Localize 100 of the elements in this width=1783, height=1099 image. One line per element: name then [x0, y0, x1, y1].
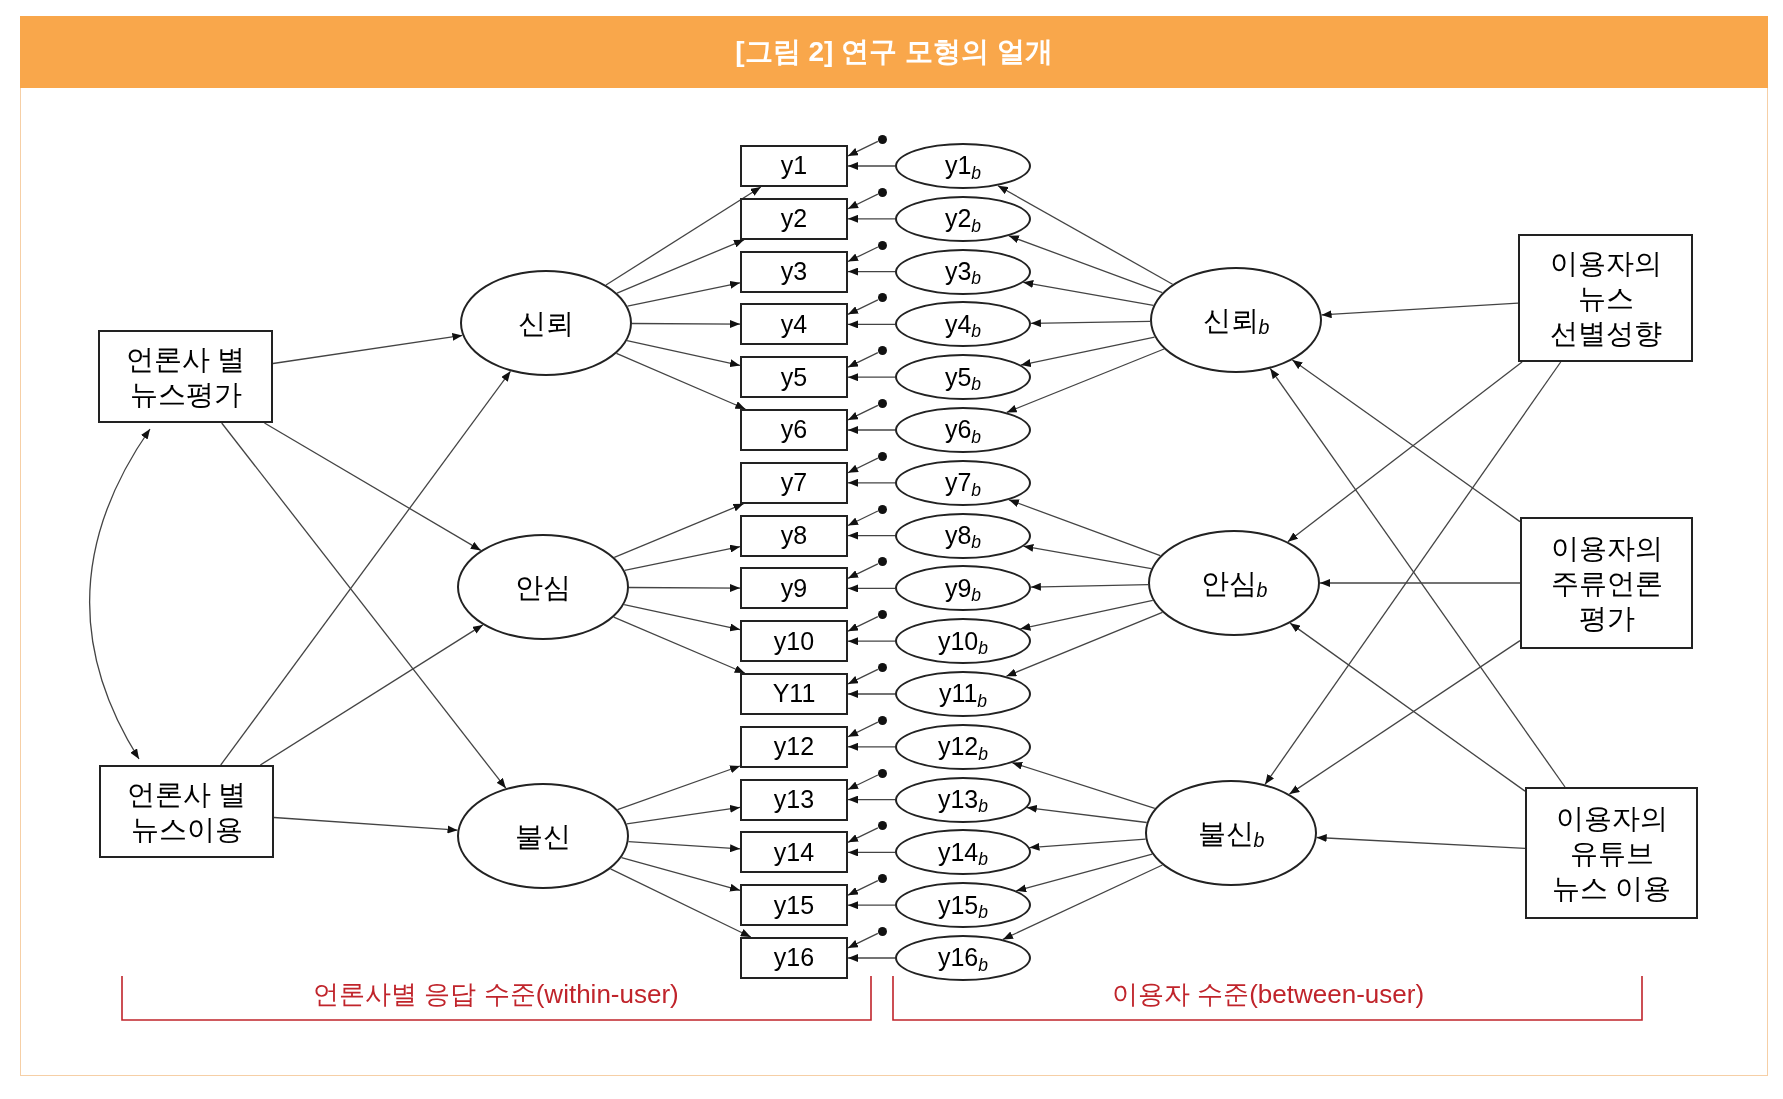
indicator-box	[740, 356, 848, 399]
path-arrow	[847, 721, 879, 738]
path-arrow	[616, 239, 745, 294]
path-arrow	[847, 668, 879, 685]
indicator-box	[740, 303, 848, 346]
path-arrow	[1319, 579, 1521, 587]
path-arrow	[609, 868, 752, 938]
indicator-box	[740, 197, 848, 240]
node-label: y7$_{b}$	[943, 467, 983, 499]
path-arrow	[263, 422, 482, 552]
path-arrow	[847, 162, 896, 170]
path-arrow	[847, 742, 896, 751]
path-arrow	[615, 352, 746, 410]
path-arrow	[613, 503, 745, 559]
level-label: 언론사별 응답 수준(within-user)	[313, 978, 679, 1011]
path-arrow	[605, 186, 762, 286]
path-arrow	[847, 373, 896, 382]
node-label: 언론사 별 뉴스이용	[125, 777, 248, 847]
indicator-box	[740, 725, 848, 768]
path-arrow	[1008, 235, 1163, 294]
node-label: 이용자의 유튜브 뉴스 이용	[1550, 801, 1673, 906]
indicator-box	[740, 409, 848, 451]
node-label: y15	[772, 889, 816, 921]
path-arrow	[273, 816, 459, 834]
path-arrow	[847, 193, 879, 210]
indicator-ellipse	[895, 882, 1031, 929]
indicator-box	[740, 778, 848, 821]
indicator-ellipse	[895, 354, 1031, 401]
node-label: y10	[772, 625, 816, 657]
node-label: y6$_{b}$	[943, 414, 983, 446]
node-label: 안심	[514, 570, 572, 605]
node-label: y16	[772, 942, 816, 974]
node-label: y1	[779, 150, 809, 182]
path-arrow	[847, 320, 896, 329]
path-arrow	[847, 351, 879, 368]
node-label: 이용자의 주류언론 평가	[1549, 531, 1664, 636]
path-arrow	[847, 563, 879, 579]
path-arrow	[1022, 280, 1154, 306]
node-label: y3	[779, 255, 809, 287]
indicator-box	[740, 937, 848, 979]
variable-box	[1520, 517, 1693, 649]
indicator-box	[740, 461, 848, 504]
path-arrow	[847, 140, 879, 157]
path-arrow	[220, 370, 512, 766]
node-label: y9	[779, 572, 809, 604]
indicator-box	[740, 831, 848, 874]
variable-box	[1525, 787, 1698, 919]
indicator-box	[740, 145, 848, 187]
path-arrow	[847, 690, 896, 698]
node-label: y8$_{b}$	[943, 519, 983, 552]
node-label: y4$_{b}$	[943, 308, 983, 340]
path-arrow	[847, 774, 879, 791]
path-arrow	[616, 765, 741, 811]
path-arrow	[1030, 319, 1151, 328]
node-label: 이용자의 뉴스 선별성향	[1548, 246, 1663, 351]
indicator-ellipse	[895, 195, 1031, 242]
path-arrow	[1316, 834, 1526, 850]
variable-box	[1518, 234, 1693, 362]
node-label: y1$_{b}$	[943, 150, 983, 182]
indicator-box	[740, 673, 848, 715]
path-arrow	[847, 637, 896, 646]
variable-box	[99, 765, 274, 858]
node-label: y13	[772, 783, 816, 815]
node-label: y5$_{b}$	[943, 361, 983, 393]
node-label: y14	[772, 836, 816, 868]
indicator-ellipse	[895, 248, 1031, 295]
path-arrow	[847, 457, 879, 474]
figure-title: [그림 2] 연구 모형의 얼개	[735, 35, 1053, 69]
path-arrow	[628, 584, 741, 593]
node-label: y15$_{b}$	[936, 889, 989, 921]
indicator-ellipse	[895, 618, 1031, 665]
path-arrow	[847, 267, 896, 276]
path-arrow	[847, 954, 896, 962]
path-arrow	[631, 320, 741, 329]
path-arrow	[1022, 543, 1152, 570]
node-label: y10$_{b}$	[936, 625, 989, 657]
level-label: 이용자 수준(between-user)	[1111, 978, 1425, 1011]
indicator-box	[740, 250, 848, 293]
path-arrow	[847, 478, 896, 487]
path-arrow	[1011, 761, 1156, 810]
node-label: 언론사 별 뉴스평가	[124, 342, 247, 412]
path-arrow	[613, 616, 746, 674]
node-label: y14$_{b}$	[936, 836, 989, 868]
path-arrow	[847, 404, 879, 421]
node-label: 신뢰	[517, 306, 575, 341]
path-arrow	[847, 901, 896, 910]
path-arrow	[847, 795, 896, 804]
node-label: y3$_{b}$	[943, 255, 983, 288]
node-label: y11$_{b}$	[937, 678, 989, 710]
node-label: y12	[772, 731, 816, 763]
path-arrow	[847, 426, 896, 434]
path-arrow	[847, 584, 896, 593]
node-label: 불신$_{b}$	[1196, 816, 1266, 851]
path-arrow	[627, 840, 741, 853]
node-label: y2	[779, 203, 809, 235]
node-label: y7	[779, 467, 809, 499]
node-label: 신뢰$_{b}$	[1201, 303, 1271, 338]
path-arrow	[847, 246, 879, 263]
path-arrow	[259, 624, 484, 766]
node-label: y4	[779, 308, 809, 340]
